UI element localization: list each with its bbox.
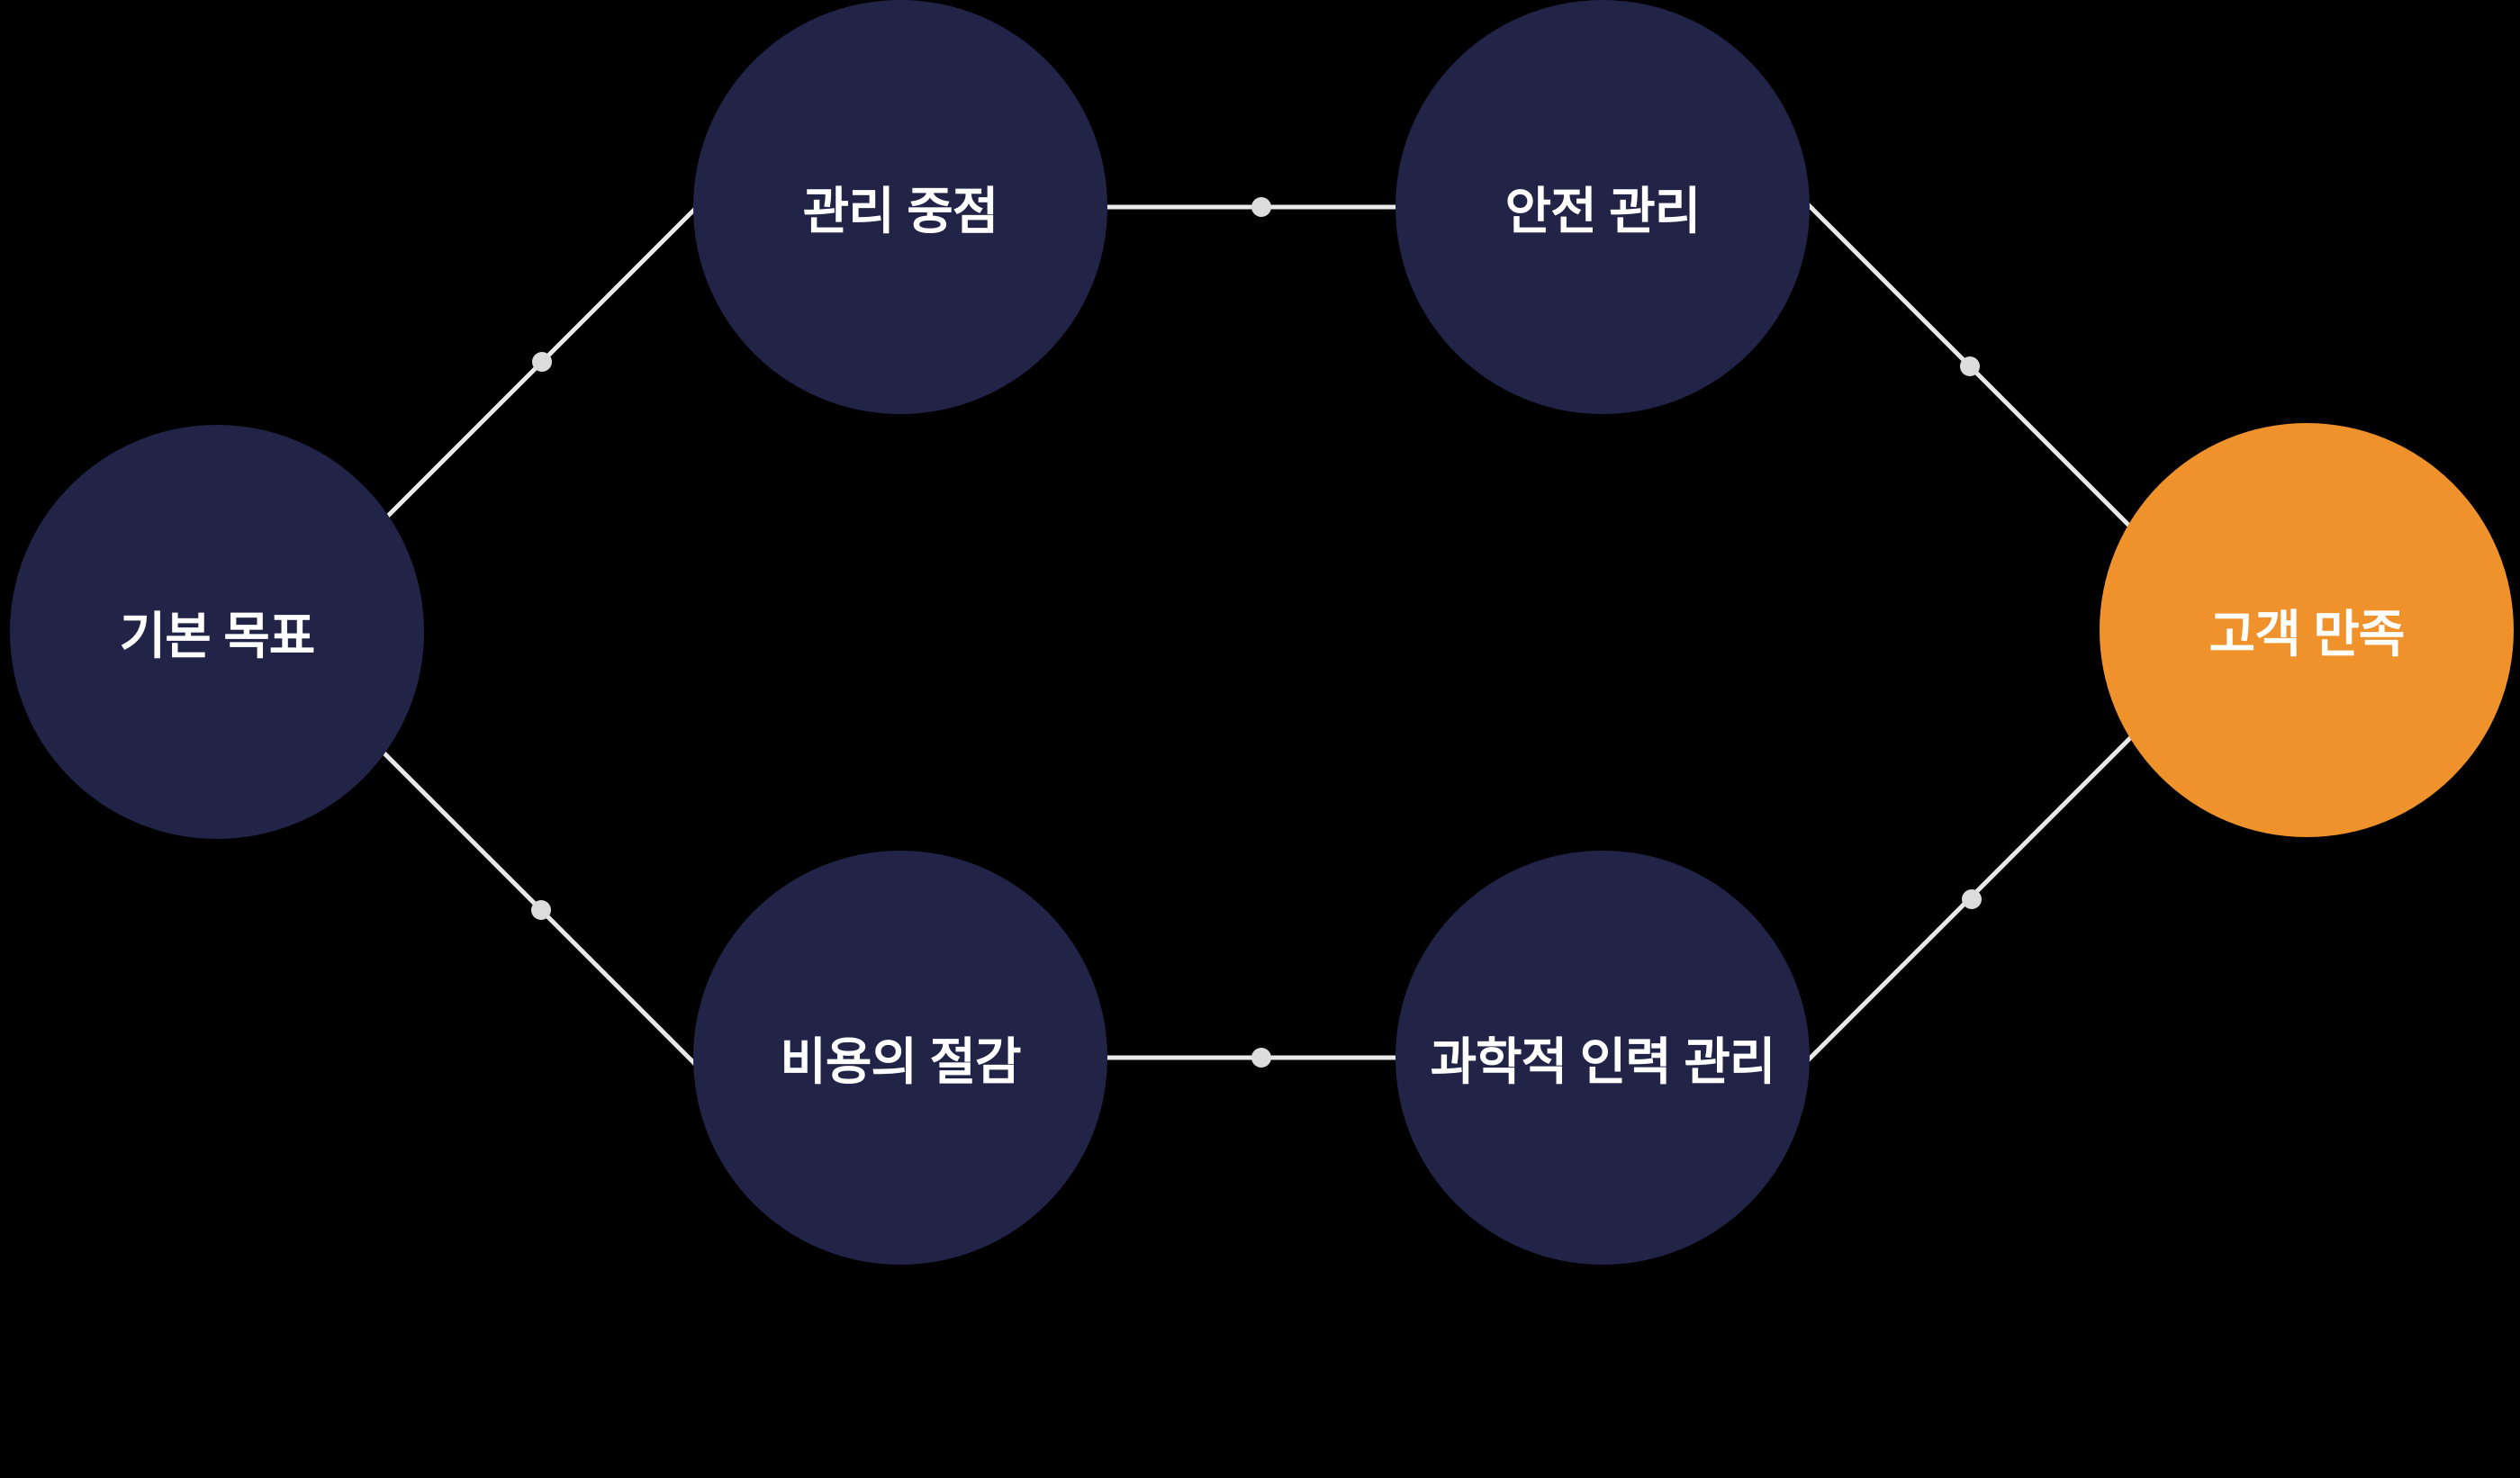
node-management-focus: 관리 중점 [693,0,1107,414]
node-basic-goal: 기본 목표 [10,425,424,839]
connector-midpoint-dot [1251,197,1271,217]
connector-midpoint-dot [1251,1048,1271,1068]
node-customer-satisfaction: 고객 만족 [2100,423,2514,837]
connector-midpoint-dot [1962,889,1982,909]
node-scientific-workforce-management: 과학적 인력 관리 [1395,851,1810,1265]
node-basic-goal-label: 기본 목표 [119,607,316,664]
node-safety-management-label: 안전 관리 [1504,182,1702,239]
connector-line-basic-to-cost [376,745,727,1095]
connector-line-basic-to-management [376,177,727,527]
node-cost-reduction: 비용의 절감 [693,851,1107,1265]
connector-midpoint-dot [532,352,552,372]
connector-midpoint-dot [1960,356,1980,376]
connector-line-safety-to-customer [1776,173,2145,541]
connector-line-scientific-to-customer [1776,724,2145,1092]
node-safety-management: 안전 관리 [1395,0,1810,414]
node-management-focus-label: 관리 중점 [802,182,999,239]
connector-midpoint-dot [531,900,551,920]
node-customer-satisfaction-label: 고객 만족 [2208,605,2406,662]
node-cost-reduction-label: 비용의 절감 [780,1032,1021,1090]
node-scientific-workforce-management-label: 과학적 인력 관리 [1430,1032,1776,1090]
